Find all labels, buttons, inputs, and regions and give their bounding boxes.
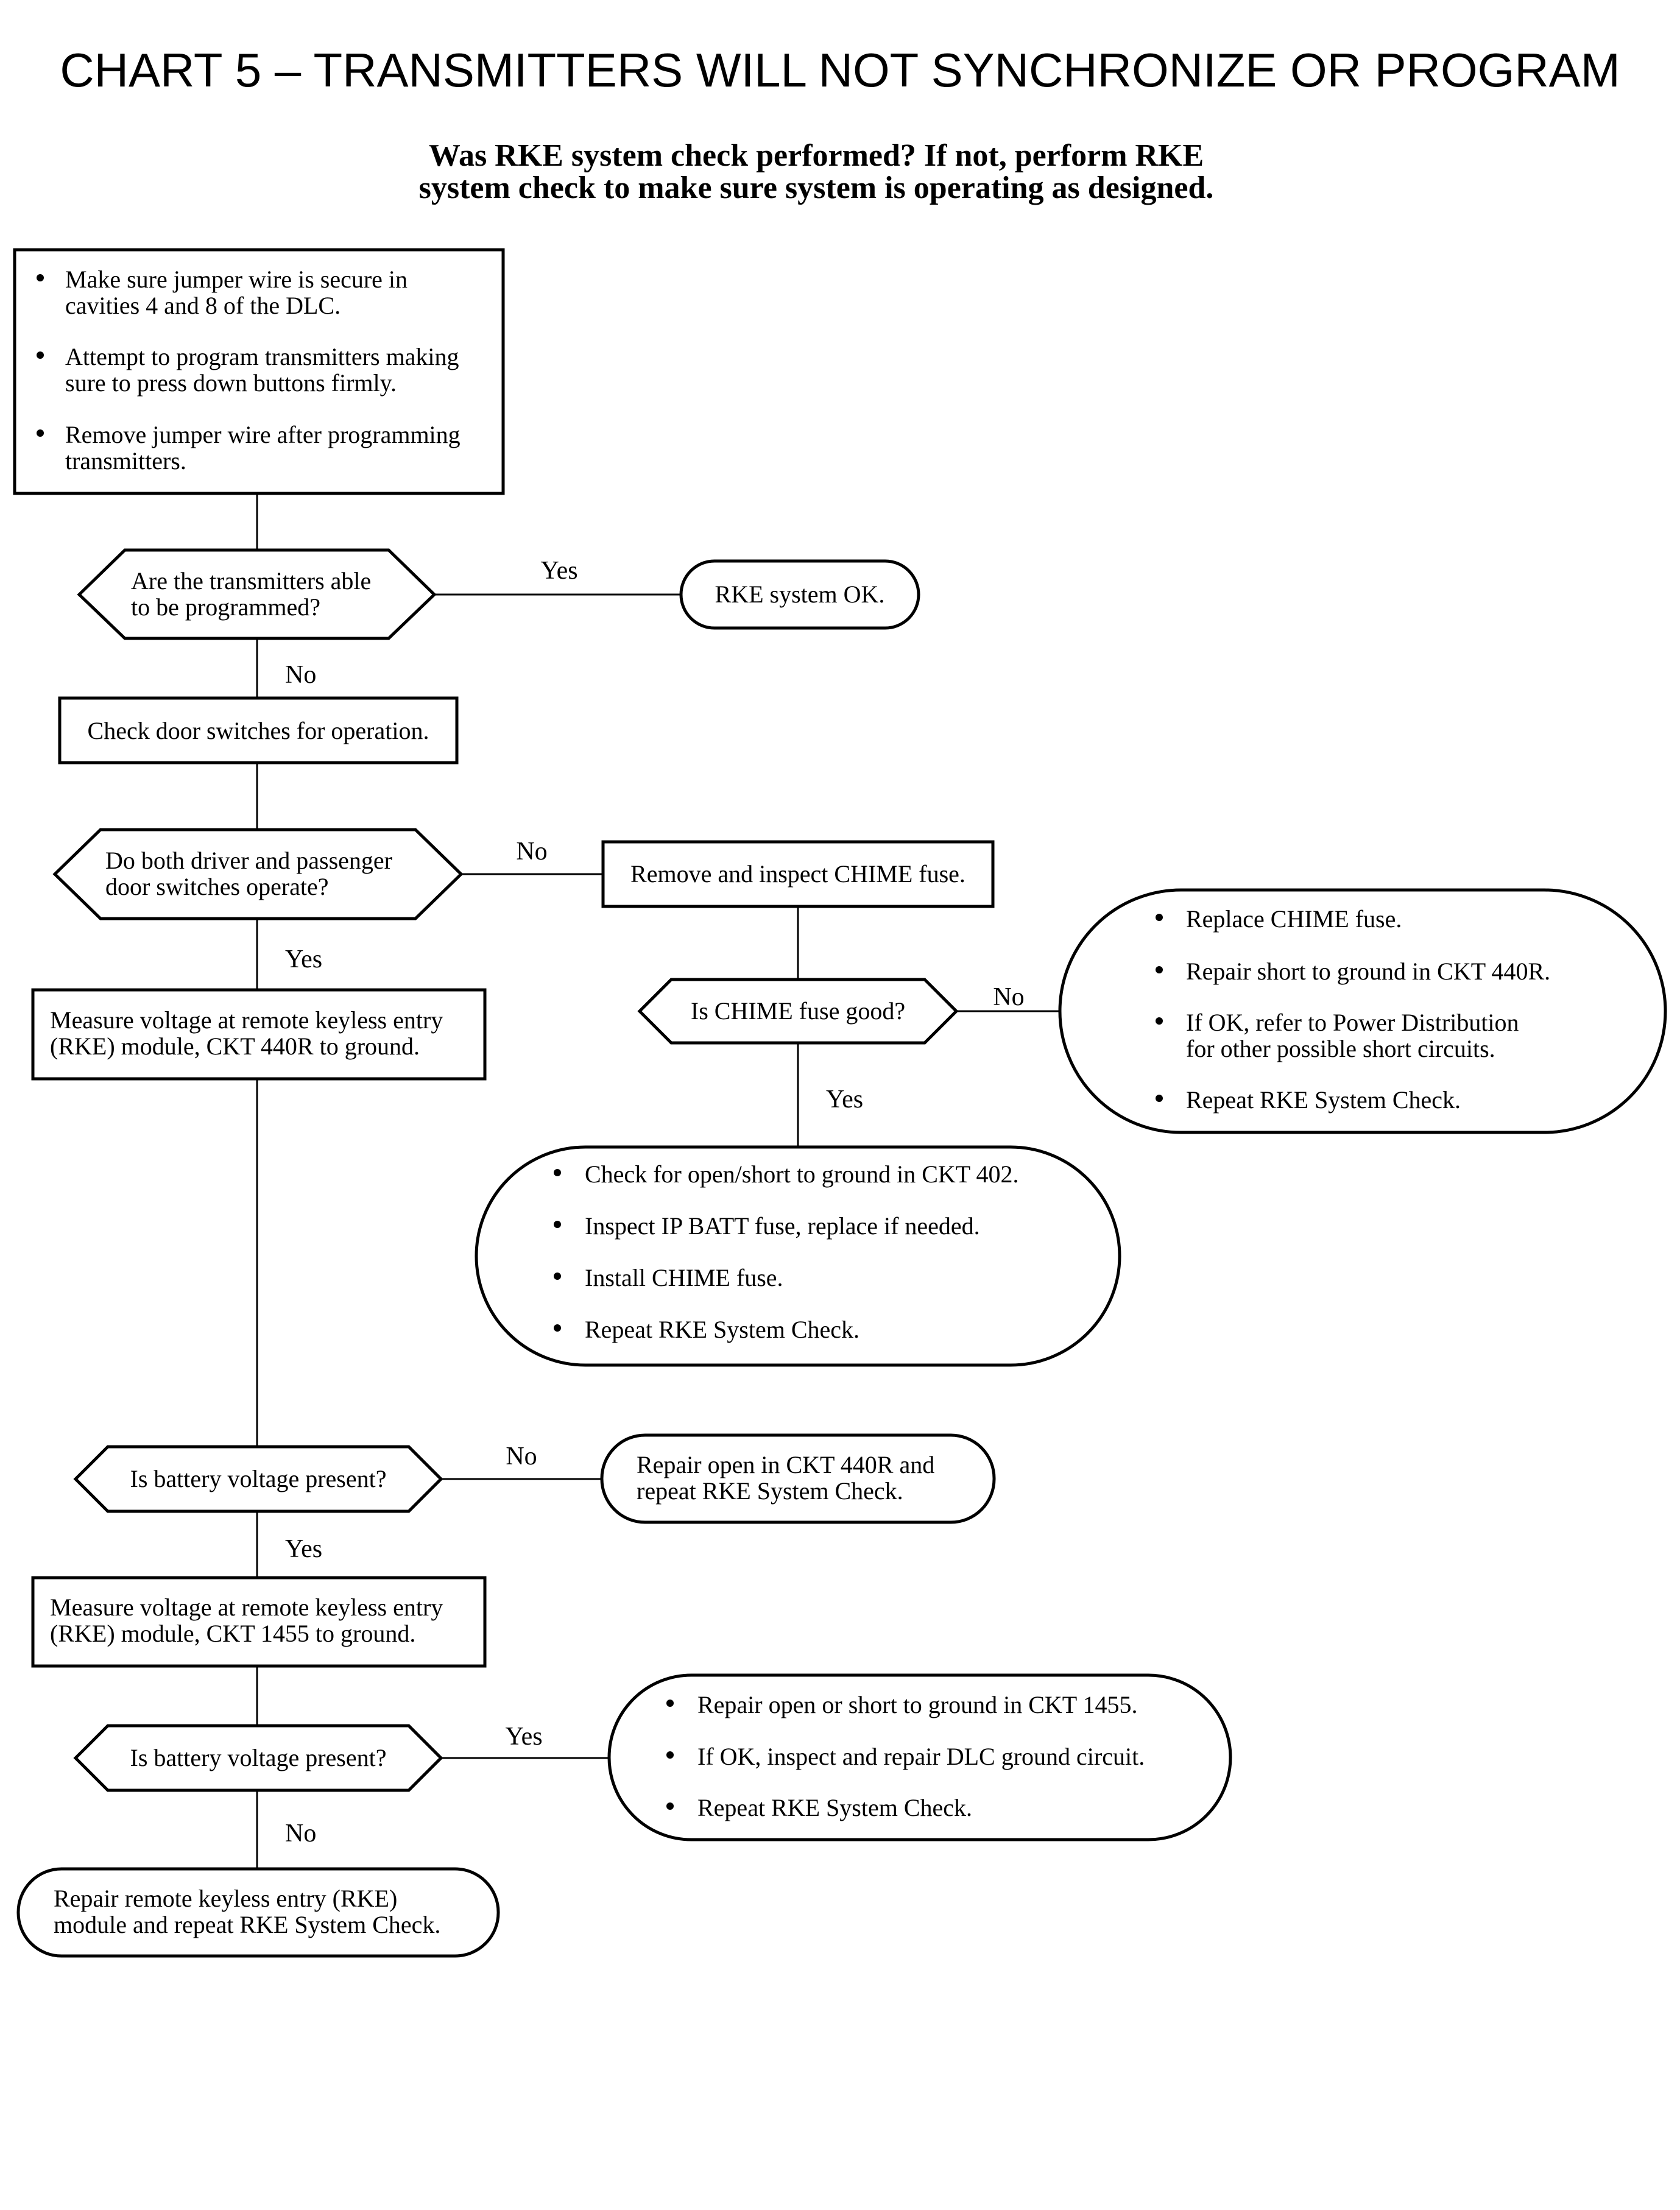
bullet-icon <box>554 1273 561 1280</box>
bullet-icon <box>666 1700 674 1707</box>
action-line: Replace CHIME fuse. <box>1186 905 1402 933</box>
decision-line-2: door switches operate? <box>105 873 329 900</box>
decision-line-2: to be programmed? <box>131 593 320 621</box>
terminal-line-1: Repair open in CKT 440R and <box>637 1451 934 1478</box>
action-line: for other possible short circuits. <box>1186 1035 1495 1062</box>
action-line: Repeat RKE System Check. <box>1186 1086 1461 1114</box>
edge-label-door-no: No <box>516 838 547 866</box>
bullet-icon <box>554 1169 561 1176</box>
edge-label-battery1-no: No <box>506 1442 537 1470</box>
box-check-door-switches: Check door switches for operation. <box>58 696 459 764</box>
action-line: Check for open/short to ground in CKT 40… <box>585 1160 1019 1188</box>
edge-label-chime-no: No <box>993 983 1024 1011</box>
action-line: Repeat RKE System Check. <box>697 1794 972 1821</box>
terminal-ckt1455: Repair open or short to ground in CKT 14… <box>607 1673 1232 1841</box>
action-line: Install CHIME fuse. <box>585 1264 783 1291</box>
bullet-icon <box>666 1802 674 1810</box>
start-item-1-line-2: cavities 4 and 8 of the DLC. <box>65 292 341 319</box>
box-measure-1455: Measure voltage at remote keyless entry … <box>31 1576 487 1668</box>
decision-line-1: Do both driver and passenger <box>105 847 392 874</box>
decision-text: Is battery voltage present? <box>130 1744 387 1771</box>
edge-label-battery2-no: No <box>285 1820 316 1848</box>
box-measure-440r: Measure voltage at remote keyless entry … <box>31 988 487 1081</box>
edge-label-battery2-yes: Yes <box>505 1723 542 1751</box>
terminal-replace-chime: Replace CHIME fuse. Repair short to grou… <box>1058 888 1667 1134</box>
chart-subtitle-line1: Was RKE system check performed? If not, … <box>429 138 1204 173</box>
connectors <box>256 493 1060 1869</box>
action-line: If OK, refer to Power Distribution <box>1186 1009 1519 1036</box>
chart-subtitle-line2: system check to make sure system is oper… <box>419 171 1214 205</box>
edge-label-battery1-yes: Yes <box>285 1535 322 1563</box>
terminal-text: RKE system OK. <box>715 581 885 608</box>
decision-text: Is CHIME fuse good? <box>691 997 905 1025</box>
terminal-ckt402: Check for open/short to ground in CKT 40… <box>475 1145 1121 1367</box>
decision-line-1: Are the transmitters able <box>131 567 371 595</box>
bullet-icon <box>1156 966 1163 973</box>
chart-title: CHART 5 – TRANSMITTERS WILL NOT SYNCHRON… <box>60 43 1620 97</box>
box-remove-chime-fuse: Remove and inspect CHIME fuse. <box>601 840 995 908</box>
edge-label-door-yes: Yes <box>285 945 322 973</box>
terminal-rke-ok: RKE system OK. <box>679 559 920 630</box>
bullet-icon <box>1156 914 1163 921</box>
bullet-icon <box>554 1324 561 1332</box>
start-item-3-line-2: transmitters. <box>65 447 186 475</box>
action-line: If OK, inspect and repair DLC ground cir… <box>697 1743 1145 1770</box>
terminal-line-1: Repair remote keyless entry (RKE) <box>54 1885 397 1912</box>
bullet-icon <box>1156 1095 1163 1102</box>
edge-label-programmed-no: No <box>285 661 316 689</box>
bullet-icon <box>666 1751 674 1759</box>
edge-label-programmed-yes: Yes <box>540 557 577 585</box>
start-item-2-line-2: sure to press down buttons firmly. <box>65 369 397 397</box>
terminal-repair-440r: Repair open in CKT 440R and repeat RKE S… <box>600 1433 996 1524</box>
box-line-1: Measure voltage at remote keyless entry <box>50 1594 443 1621</box>
terminal-repair-module: Repair remote keyless entry (RKE) module… <box>16 1867 500 1958</box>
decision-transmitters-programmed: Are the transmitters able to be programm… <box>77 548 437 640</box>
action-line: Repair short to ground in CKT 440R. <box>1186 958 1550 985</box>
decision-text: Is battery voltage present? <box>130 1465 387 1492</box>
decision-door-switches: Do both driver and passenger door switch… <box>52 828 464 920</box>
terminal-line-2: module and repeat RKE System Check. <box>54 1911 440 1938</box>
box-line-1: Measure voltage at remote keyless entry <box>50 1006 443 1034</box>
decision-chime-fuse: Is CHIME fuse good? <box>637 978 959 1045</box>
decision-battery-voltage-1: Is battery voltage present? <box>73 1445 443 1513</box>
bullet-icon <box>37 274 44 281</box>
edge-label-chime-yes: Yes <box>826 1086 863 1114</box>
bullet-icon <box>37 351 44 359</box>
bullet-icon <box>1156 1017 1163 1025</box>
bullet-icon <box>554 1221 561 1228</box>
decision-battery-voltage-2: Is battery voltage present? <box>73 1724 443 1792</box>
box-line-2: (RKE) module, CKT 440R to ground. <box>50 1033 420 1060</box>
action-line: Repair open or short to ground in CKT 14… <box>697 1691 1138 1718</box>
terminal-line-2: repeat RKE System Check. <box>637 1477 903 1505</box>
start-box: Make sure jumper wire is secure in cavit… <box>13 248 505 495</box>
bullet-icon <box>37 429 44 437</box>
box-text: Check door switches for operation. <box>88 717 429 744</box>
start-item-1-line-1: Make sure jumper wire is secure in <box>65 266 408 293</box>
action-line: Inspect IP BATT fuse, replace if needed. <box>585 1212 980 1240</box>
start-item-3-line-1: Remove jumper wire after programming <box>65 421 461 448</box>
action-line: Repeat RKE System Check. <box>585 1316 859 1343</box>
box-line-2: (RKE) module, CKT 1455 to ground. <box>50 1620 415 1647</box>
start-item-2-line-1: Attempt to program transmitters making <box>65 343 459 370</box>
box-text: Remove and inspect CHIME fuse. <box>630 860 965 888</box>
